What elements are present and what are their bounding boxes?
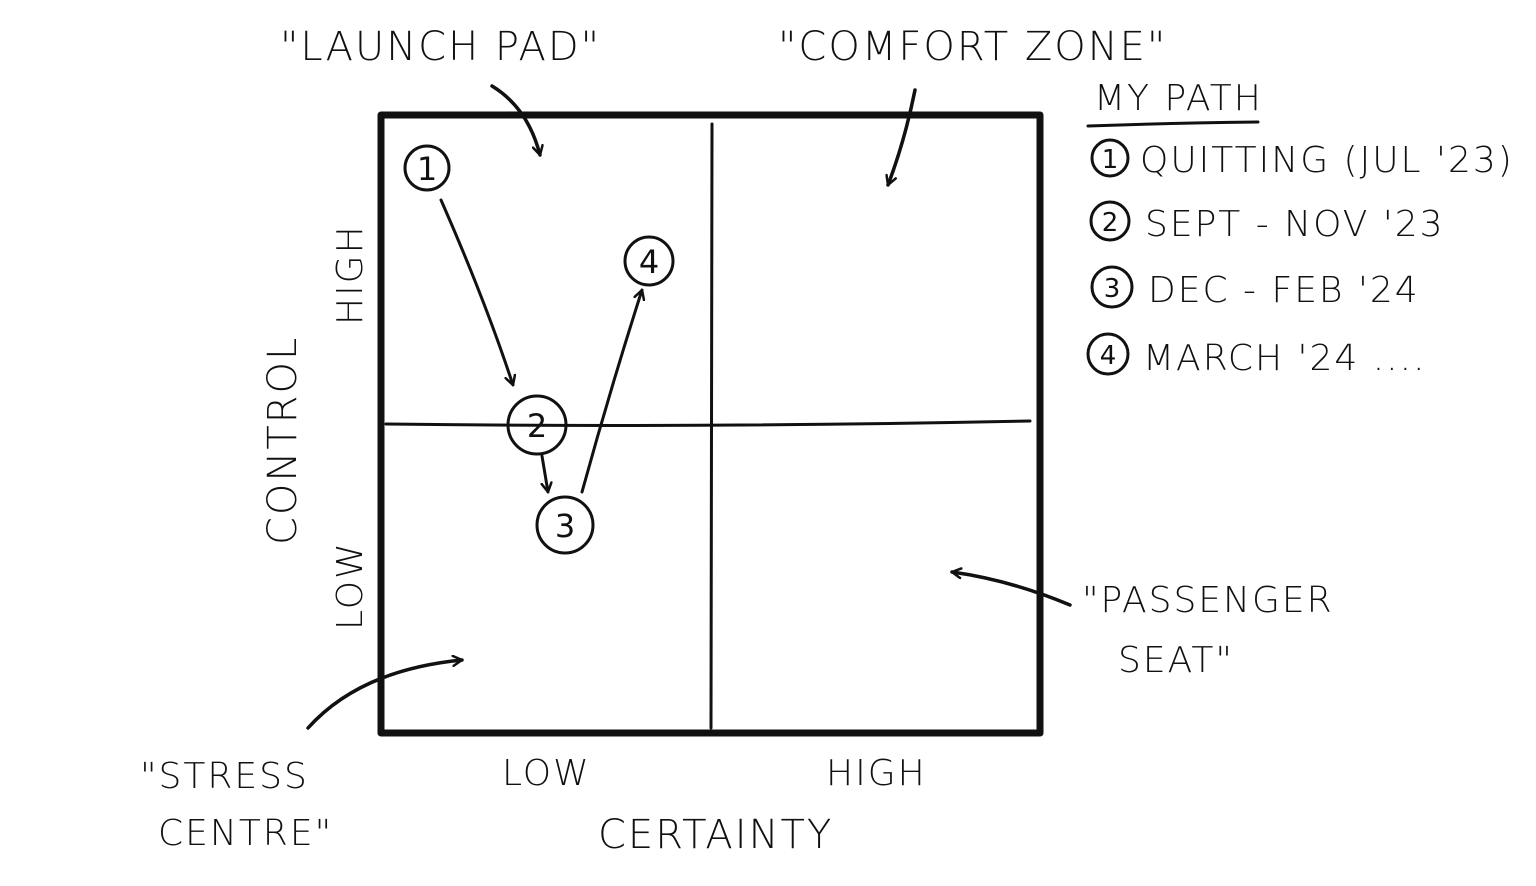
- comfort-zone-arrow: [888, 88, 917, 187]
- x-axis-high: HIGH: [826, 753, 927, 794]
- path-node-3-label: 3: [555, 507, 575, 545]
- legend-item-3-text: DEC - FEB '24: [1148, 270, 1420, 311]
- legend-item-2-text: SEPT - NOV '23: [1145, 204, 1445, 245]
- legend-item-1-text: QUITTING (JUL '23): [1140, 140, 1514, 181]
- path-node-2: 2: [506, 394, 568, 456]
- legend-item-2: 2 SEPT - NOV '23: [1089, 200, 1445, 245]
- legend-item-4: 4 MARCH '24 ....: [1086, 332, 1426, 379]
- path-node-4-label: 4: [639, 243, 659, 281]
- path-arrow-2-to-3: [542, 454, 548, 494]
- legend-item-1-num: 1: [1102, 145, 1119, 175]
- y-axis-high: HIGH: [330, 224, 371, 325]
- x-axis-label: CERTAINTY: [598, 812, 833, 858]
- legend-title: MY PATH: [1094, 78, 1263, 119]
- horizontal-divider: [384, 419, 1032, 427]
- passenger-seat-arrow: [950, 572, 1072, 607]
- legend-item-3: 3 DEC - FEB '24: [1090, 265, 1420, 311]
- stress-centre-label-line2: CENTRE": [158, 813, 333, 854]
- path-node-1: 1: [403, 144, 451, 192]
- x-axis-low: LOW: [502, 753, 591, 794]
- legend-item-4-num: 4: [1100, 341, 1117, 371]
- legend-item-3-num: 3: [1104, 274, 1121, 304]
- legend-item-4-text: MARCH '24 ....: [1143, 338, 1426, 379]
- quadrant-frame: [377, 111, 1044, 737]
- legend: MY PATH 1 QUITTING (JUL '23) 2 SEPT - NO…: [1086, 78, 1514, 379]
- y-axis-low: LOW: [330, 541, 371, 630]
- comfort-zone-label: "COMFORT ZONE": [778, 24, 1167, 70]
- path-node-1-label: 1: [417, 150, 437, 188]
- launch-pad-label: "LAUNCH PAD": [280, 24, 601, 70]
- y-axis-label: CONTROL: [260, 336, 306, 545]
- path-node-3: 3: [535, 495, 595, 555]
- launch-pad-arrow: [490, 84, 540, 157]
- path-arrow-1-to-2: [439, 198, 513, 387]
- stress-centre-arrow: [306, 660, 464, 730]
- passenger-seat-label-line2: SEAT": [1118, 640, 1234, 681]
- passenger-seat-label-line1: "PASSENGER: [1082, 580, 1334, 621]
- path-arrow-3-to-4: [580, 288, 642, 494]
- legend-title-underline: [1086, 120, 1260, 128]
- path-node-4: 4: [623, 235, 675, 287]
- legend-item-1: 1 QUITTING (JUL '23): [1090, 138, 1514, 181]
- path-node-2-label: 2: [527, 407, 547, 445]
- legend-item-2-num: 2: [1102, 208, 1119, 238]
- stress-centre-label-line1: "STRESS: [140, 756, 309, 797]
